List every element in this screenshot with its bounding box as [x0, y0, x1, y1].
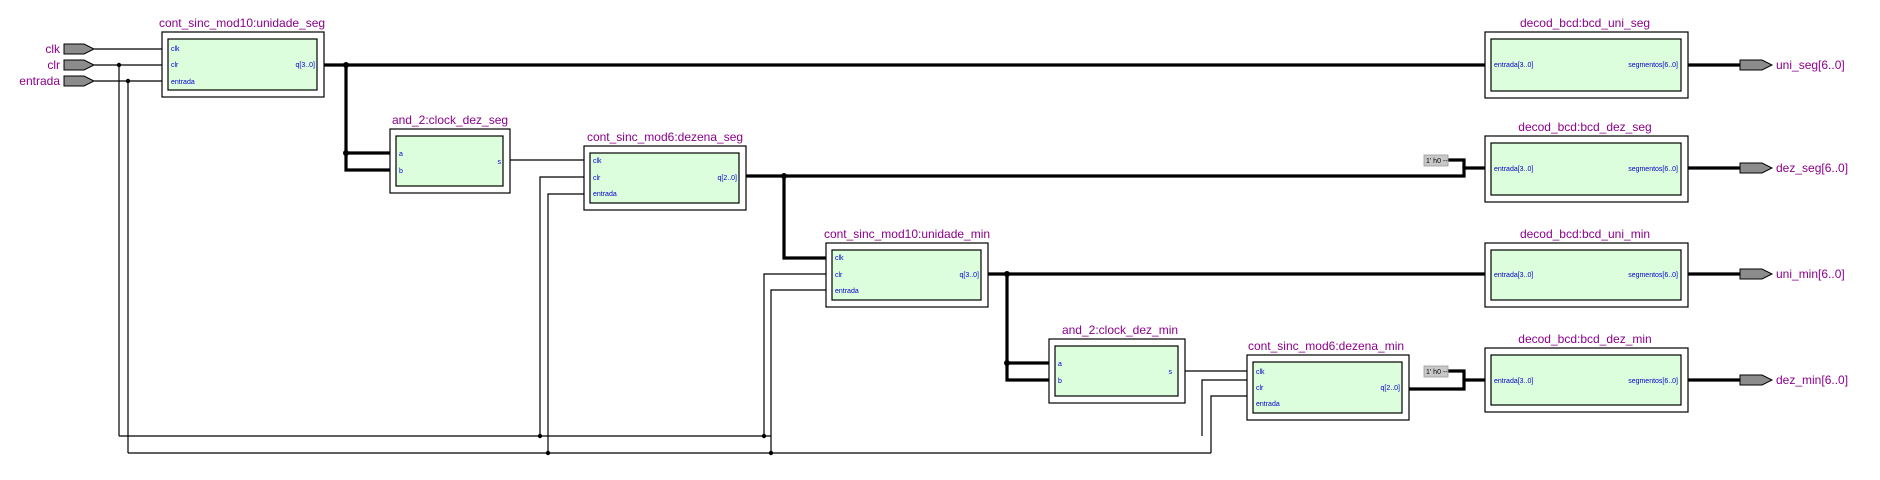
- output-pin-uni-seg: uni_seg[6..0]: [1739, 58, 1845, 72]
- output-label-dez-seg: dez_seg[6..0]: [1776, 161, 1848, 175]
- input-pin-clr: clr: [47, 58, 96, 72]
- port-segmentos: segmentos[6..0]: [1628, 378, 1678, 385]
- block-title: decod_bcd:bcd_uni_min: [1520, 227, 1650, 241]
- port-entrada: entrada[3..0]: [1494, 62, 1533, 69]
- port-entrada: entrada[3..0]: [1494, 272, 1533, 279]
- junction-dots: [116, 62, 1010, 456]
- output-pin-dez-min: dez_min[6..0]: [1739, 373, 1848, 387]
- input-label-entrada: entrada: [19, 74, 60, 88]
- port-q: q[2..0]: [718, 175, 738, 182]
- block-bcd-dez-seg[interactable]: decod_bcd:bcd_dez_seg entrada[3..0] segm…: [1484, 120, 1689, 203]
- block-bcd-uni-seg[interactable]: decod_bcd:bcd_uni_seg entrada[3..0] segm…: [1484, 16, 1689, 99]
- port-s: s: [498, 159, 502, 166]
- block-title: decod_bcd:bcd_dez_min: [1518, 332, 1651, 346]
- block-title: and_2:clock_dez_seg: [392, 113, 508, 127]
- port-b: b: [1058, 378, 1062, 385]
- port-entrada: entrada[3..0]: [1494, 166, 1533, 173]
- port-b: b: [399, 168, 403, 175]
- port-segmentos: segmentos[6..0]: [1628, 166, 1678, 173]
- block-unidade-seg[interactable]: cont_sinc_mod10:unidade_seg clk clr entr…: [159, 16, 325, 98]
- port-clk: clk: [835, 255, 844, 262]
- bus-wires: [320, 63, 1740, 391]
- signal-wires: [94, 48, 1247, 454]
- block-title: cont_sinc_mod10:unidade_min: [824, 227, 990, 241]
- constant-h0-dez-min: 1' h0 --: [1423, 365, 1449, 378]
- block-clock-dez-min[interactable]: and_2:clock_dez_min a b s: [1048, 323, 1186, 404]
- port-q: q[2..0]: [1381, 385, 1401, 392]
- svg-text:1' h0 --: 1' h0 --: [1426, 158, 1448, 165]
- port-entrada: entrada: [593, 191, 617, 198]
- output-label-uni-seg: uni_seg[6..0]: [1776, 58, 1845, 72]
- port-entrada: entrada: [835, 288, 859, 295]
- svg-text:1' h0 --: 1' h0 --: [1426, 369, 1448, 376]
- input-label-clk: clk: [45, 42, 61, 56]
- block-bcd-uni-min[interactable]: decod_bcd:bcd_uni_min entrada[3..0] segm…: [1484, 227, 1689, 308]
- port-s: s: [1169, 369, 1173, 376]
- block-dezena-min[interactable]: cont_sinc_mod6:dezena_min clk clr entrad…: [1246, 339, 1410, 421]
- block-clock-dez-seg[interactable]: and_2:clock_dez_seg a b s: [389, 113, 511, 194]
- port-clr: clr: [835, 272, 843, 279]
- port-q: q[3..0]: [960, 272, 980, 279]
- port-clk: clk: [171, 46, 180, 53]
- output-pin-dez-seg: dez_seg[6..0]: [1739, 161, 1848, 175]
- port-clr: clr: [171, 62, 179, 69]
- block-dezena-seg[interactable]: cont_sinc_mod6:dezena_seg clk clr entrad…: [583, 130, 747, 211]
- block-title: cont_sinc_mod6:dezena_min: [1248, 339, 1404, 353]
- input-pin-entrada: entrada: [19, 74, 96, 88]
- port-entrada: entrada[3..0]: [1494, 378, 1533, 385]
- port-clr: clr: [1256, 385, 1264, 392]
- port-entrada: entrada: [1256, 401, 1280, 408]
- port-a: a: [1058, 361, 1062, 368]
- block-title: cont_sinc_mod10:unidade_seg: [159, 16, 325, 30]
- block-unidade-min[interactable]: cont_sinc_mod10:unidade_min clk clr entr…: [824, 227, 990, 308]
- constant-h0-dez-seg: 1' h0 --: [1423, 154, 1449, 167]
- port-segmentos: segmentos[6..0]: [1628, 272, 1678, 279]
- block-bcd-dez-min[interactable]: decod_bcd:bcd_dez_min entrada[3..0] segm…: [1484, 332, 1689, 413]
- block-title: and_2:clock_dez_min: [1062, 323, 1178, 337]
- port-clr: clr: [593, 175, 601, 182]
- port-clk: clk: [593, 158, 602, 165]
- port-entrada: entrada: [171, 79, 195, 86]
- input-pin-clk: clk: [45, 42, 96, 56]
- port-a: a: [399, 151, 403, 158]
- input-label-clr: clr: [47, 58, 60, 72]
- block-title: decod_bcd:bcd_uni_seg: [1520, 16, 1650, 30]
- port-q: q[3..0]: [296, 62, 316, 69]
- output-pin-uni-min: uni_min[6..0]: [1739, 267, 1845, 281]
- block-title: decod_bcd:bcd_dez_seg: [1518, 120, 1651, 134]
- block-title: cont_sinc_mod6:dezena_seg: [587, 130, 743, 144]
- port-segmentos: segmentos[6..0]: [1628, 62, 1678, 69]
- port-clk: clk: [1256, 369, 1265, 376]
- output-label-uni-min: uni_min[6..0]: [1776, 267, 1845, 281]
- output-label-dez-min: dez_min[6..0]: [1776, 373, 1848, 387]
